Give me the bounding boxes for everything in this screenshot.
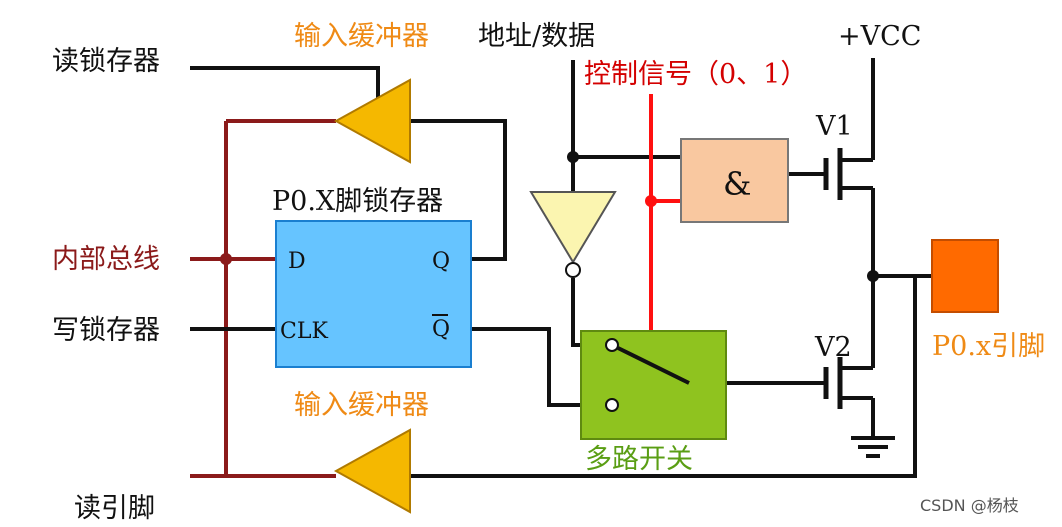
latch-pin-qbar: Q: [432, 317, 450, 342]
p0x-pin-square: [931, 239, 999, 313]
addr-junction-dot: [567, 151, 579, 163]
input-buffer-top: [333, 78, 411, 164]
label-control-signal: 控制信号（0、1）: [584, 59, 807, 90]
label-read-pin: 读引脚: [74, 493, 155, 524]
label-address-data: 地址/数据: [478, 21, 595, 52]
mux-contact-bottom: [605, 398, 619, 412]
mux-switch-arm: [617, 346, 690, 385]
latch-pin-q: Q: [432, 249, 450, 274]
label-input-buffer-bottom: 输入缓冲器: [294, 390, 429, 421]
internal-bus-wires: [190, 119, 336, 478]
and-gate-symbol: &: [723, 165, 751, 203]
bus-junction-dot: [220, 253, 232, 265]
and-gate-box: [680, 138, 789, 223]
output-node-dot: [867, 270, 879, 282]
transistor-v2: [823, 357, 873, 409]
label-multiplexer: 多路开关: [585, 444, 693, 475]
multiplexer-box: [580, 330, 727, 440]
label-internal-bus: 内部总线: [52, 244, 160, 275]
label-v1: V1: [815, 111, 853, 142]
latch-pin-clk: CLK: [280, 319, 328, 344]
watermark: CSDN @杨枝: [920, 496, 1019, 515]
control-signal-wire: [645, 94, 681, 370]
mux-contact-top: [605, 338, 619, 352]
control-junction-dot: [645, 195, 657, 207]
label-read-latch: 读锁存器: [52, 46, 160, 77]
label-latch-title: P0.X脚锁存器: [272, 186, 443, 217]
ground-symbol-icon: [851, 436, 895, 458]
inverter-bubble: [565, 262, 581, 278]
transistor-v1: [823, 148, 873, 200]
label-input-buffer-top: 输入缓冲器: [294, 21, 429, 52]
label-vcc: +VCC: [838, 21, 921, 52]
inverter-gate: [529, 191, 617, 264]
label-write-latch: 写锁存器: [52, 315, 160, 346]
latch-pin-d: D: [288, 249, 306, 274]
label-p0x-pin: P0.x引脚: [932, 331, 1045, 362]
input-buffer-bottom: [333, 428, 411, 514]
label-v2: V2: [814, 332, 852, 363]
p0x-latch-box: [275, 220, 472, 368]
